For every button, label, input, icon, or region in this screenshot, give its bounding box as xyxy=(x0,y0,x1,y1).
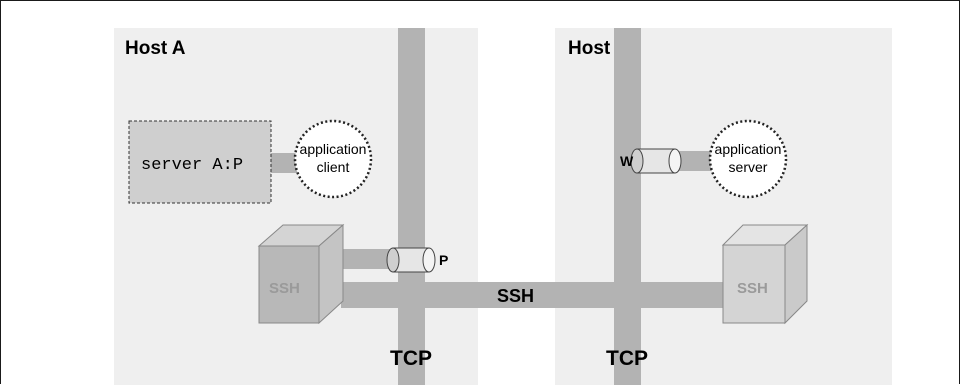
tcp-pipe-b xyxy=(614,28,641,385)
app-client-line2: client xyxy=(317,159,350,175)
tcp-pipe-a xyxy=(398,28,425,385)
tcp-b-label: TCP xyxy=(606,347,648,370)
port-p-cylinder xyxy=(386,247,436,273)
app-client-line1: application xyxy=(300,141,367,157)
forward-connector xyxy=(271,153,301,173)
ssh-box-b-label: SSH xyxy=(737,280,768,297)
port-w-label: W xyxy=(620,153,634,169)
ssh-box-b xyxy=(721,223,809,325)
forward-box-label: server A:P xyxy=(141,156,243,175)
forward-box xyxy=(128,120,272,204)
ssh-box-a-label: SSH xyxy=(269,280,300,297)
host-b-region xyxy=(555,28,892,385)
port-p-label: P xyxy=(439,252,448,268)
app-client-circle xyxy=(293,119,373,199)
ssh-tunnel xyxy=(341,282,737,308)
ssh-a-to-p-connector xyxy=(341,249,401,269)
host-a-label: Host A xyxy=(125,38,186,59)
app-server-line1: application xyxy=(715,141,782,157)
app-server-line2: server xyxy=(729,159,768,175)
host-b-label: Host B xyxy=(568,38,629,59)
app-server-circle xyxy=(708,119,788,199)
port-w-cylinder xyxy=(630,148,682,174)
ssh-box-a xyxy=(257,223,345,325)
tcp-a-label: TCP xyxy=(390,347,432,370)
ssh-tunnel-label: SSH xyxy=(497,286,534,306)
